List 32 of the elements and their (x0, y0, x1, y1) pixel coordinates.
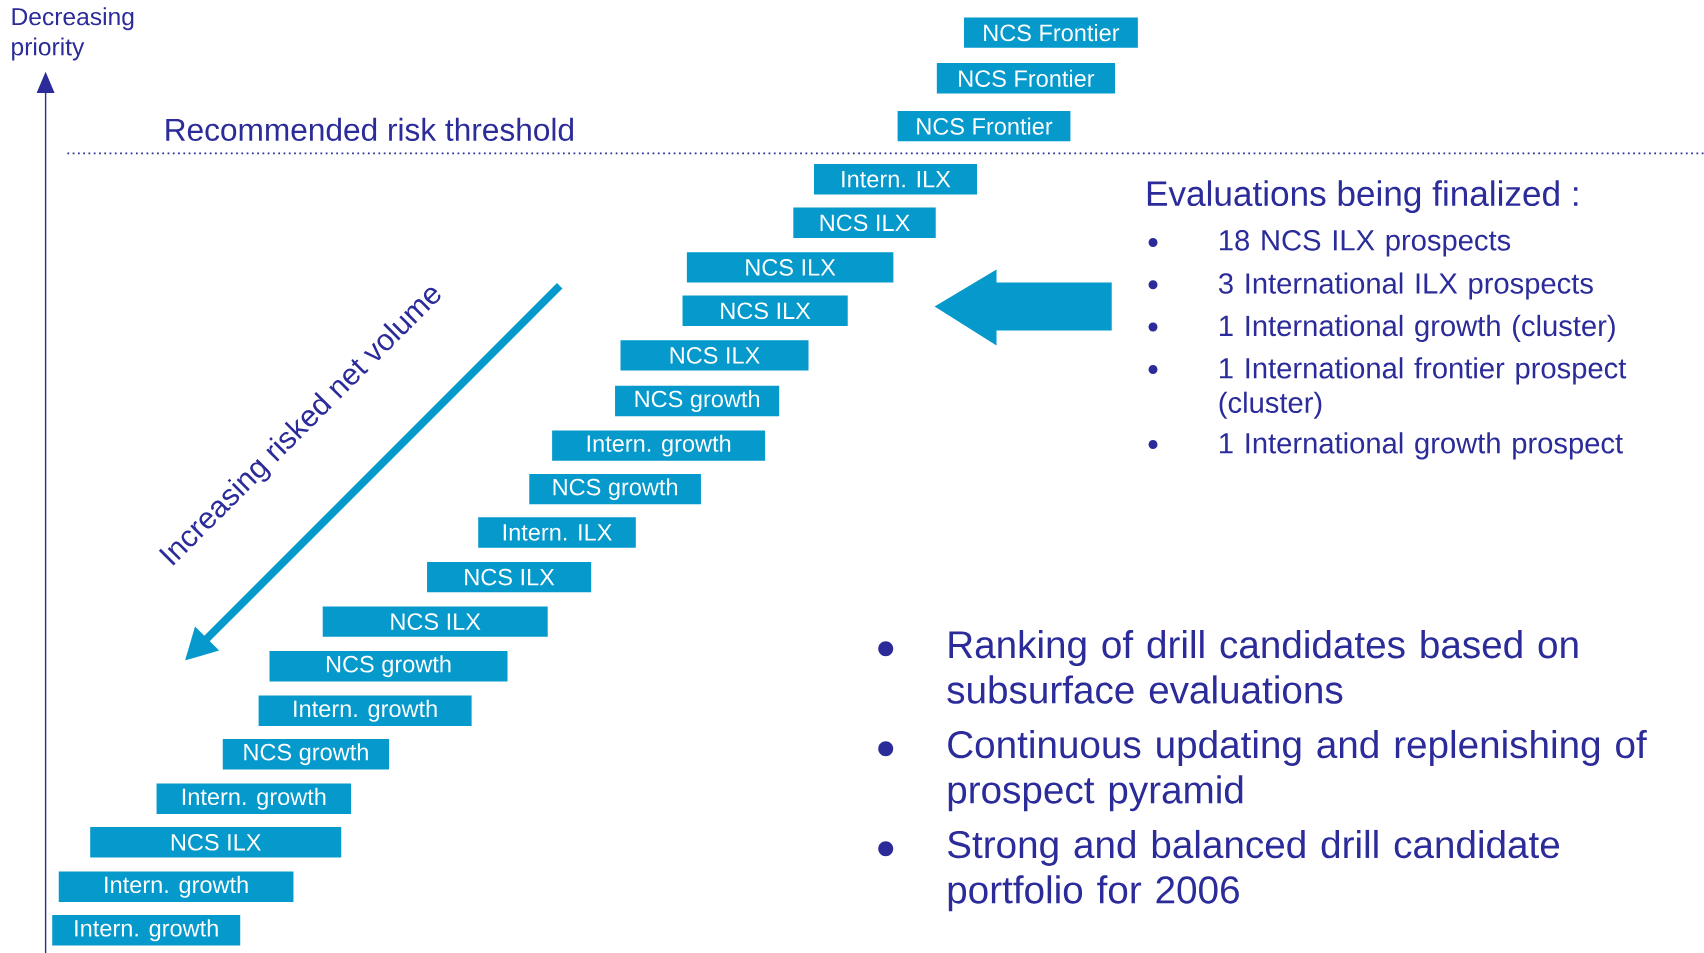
priority-box: NCS Frontier (936, 63, 1115, 94)
priority-box: Intern. growth (52, 915, 241, 946)
priority-box: Intern. growth (58, 871, 294, 902)
priority-box: NCS ILX (90, 827, 342, 858)
bullet-item: 1 International growth (cluster) (1148, 314, 1615, 342)
priority-box: NCS growth (615, 385, 780, 417)
priority-box: NCS ILX (793, 207, 936, 238)
bullet-item: 3 International ILX prospects (1148, 272, 1593, 300)
bullet-item: 1 International growth prospect (1148, 432, 1623, 460)
bullet-item: 1 International frontier prospect (cluster) (1148, 357, 1627, 419)
priority-box: Intern. ILX (478, 517, 636, 548)
list-heading: Evaluations being finalized : (1147, 180, 1578, 213)
priority-box: NCS Frontier (963, 17, 1138, 48)
priority-box: NCS ILX (427, 561, 592, 593)
priority-box: Intern. growth (258, 695, 472, 726)
priority-box: NCS growth (269, 650, 508, 682)
priority-box: Intern. growth (552, 430, 766, 461)
priority-box: NCS ILX (620, 340, 809, 371)
priority-box: NCS ILX (686, 252, 894, 283)
priority-box: Intern. growth (156, 783, 352, 814)
priority-box: NCS ILX (682, 295, 848, 326)
priority-box: NCS growth (529, 473, 701, 505)
bullet-item: Continuous updating and replenishing of prospect pyramid (878, 729, 1647, 812)
priority-box: NCS growth (222, 738, 390, 770)
threshold-label: Recommended risk threshold (166, 117, 573, 141)
bullet-item: Strong and balanced drill candidate portfolio for 2006 (878, 829, 1560, 912)
priority-box: Intern. ILX (814, 164, 977, 195)
axis-label: Decreasing priority (12, 7, 134, 61)
bullet-item: Ranking of drill candidates based on subsurface evaluations (878, 629, 1578, 704)
priority-box: NCS Frontier (897, 110, 1071, 142)
priority-box: NCS ILX (322, 606, 548, 637)
bullet-item: 18 NCS ILX prospects (1148, 229, 1511, 257)
